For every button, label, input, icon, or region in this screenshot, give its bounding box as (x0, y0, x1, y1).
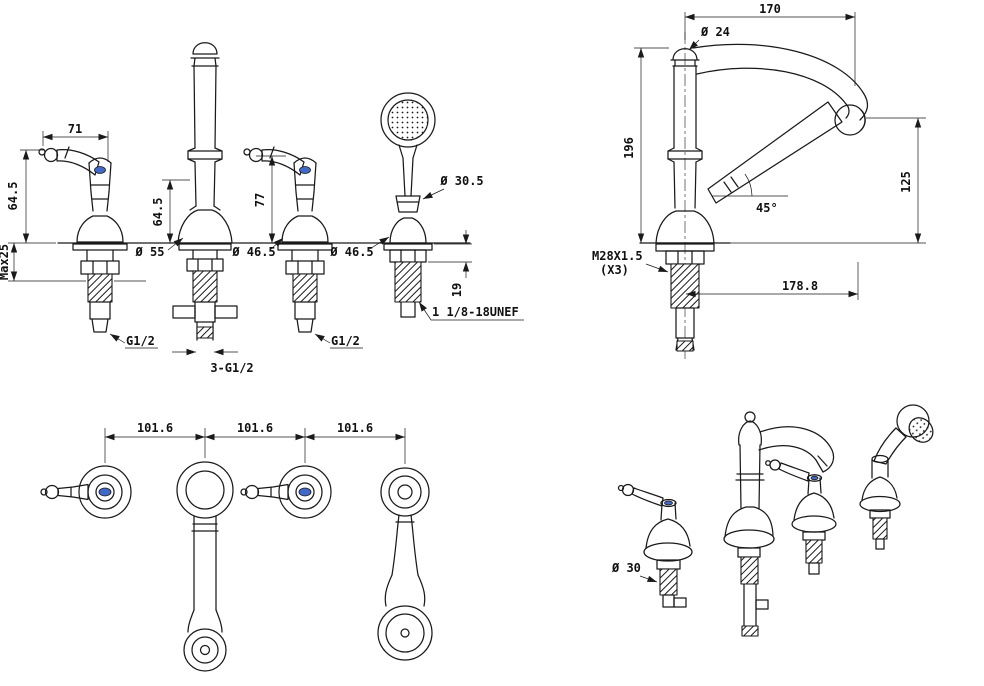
spray-face (387, 99, 429, 141)
dim-shower-cradle-dia: Ø 30.5 (439, 174, 483, 188)
dim-handle-span: 71 (68, 122, 82, 136)
dim-handle-base-dia-right: Ø 46.5 (329, 245, 373, 259)
dim-flange-stack: 19 (450, 283, 464, 297)
side-view: 170 Ø 24 196 125 45° M28X1.5 (X3) 178.8 (592, 2, 926, 362)
hand-shower-plan (377, 467, 433, 661)
dim-spout-base-dia: Ø 55 (135, 245, 165, 259)
dim-spout-lower-height: 64.5 (151, 198, 165, 227)
plan-dimensions: 101.6 101.6 101.6 (104, 421, 406, 464)
dim-deck-thickness: Max25 (0, 244, 11, 280)
ceramic-index-dot (664, 500, 673, 506)
dim-valve-thread: M28X1.5 (592, 249, 643, 263)
spout-tail-front (172, 243, 238, 341)
dim-inlet-left: G1/2 (126, 334, 155, 348)
tub-spout-side (655, 43, 869, 244)
dim-pitch-left: 101.6 (137, 421, 173, 435)
dim-pitch-right: 101.6 (337, 421, 373, 435)
dim-shower-angle: 45° (756, 201, 778, 215)
handle-front-right (243, 146, 333, 333)
spout-tail-side (655, 243, 715, 352)
iso-dimensions: Ø 30 (611, 561, 658, 583)
iso-tub-spout (723, 411, 835, 637)
tub-spout-front (177, 42, 233, 244)
tub-spout-plan (176, 461, 234, 672)
dim-shower-thread: 1 1/8-18UNEF (432, 305, 519, 319)
ceramic-index-dot (810, 475, 819, 481)
dim-spout-reach: 170 (759, 2, 781, 16)
dim-handle-height: 64.5 (6, 182, 20, 211)
dim-projection: 178.8 (782, 279, 818, 293)
hand-shower-side (707, 101, 866, 204)
dim-spout-dia: Ø 24 (700, 25, 730, 39)
iso-handle-right (765, 459, 837, 575)
dim-valve-thread-qty: (X3) (600, 263, 629, 277)
dim-spout-height: 196 (622, 137, 636, 159)
iso-view: Ø 30 (611, 404, 934, 637)
spray-face (908, 417, 934, 443)
dim-handle-base-dia-left: Ø 46.5 (231, 245, 275, 259)
handle-plan-left (40, 465, 132, 519)
handle-front-left (38, 146, 128, 333)
front-view: 71 64.5 Max25 64.5 77 Ø 55 Ø 46.5 Ø 46.5… (0, 42, 524, 375)
dim-tail-dia: Ø 30 (611, 561, 641, 575)
dim-inlet-right: G1/2 (331, 334, 360, 348)
dim-right-handle-height: 77 (253, 193, 267, 207)
iso-handle-left (617, 483, 693, 608)
dim-outlet-drop: 125 (899, 171, 913, 193)
side-dimensions: 170 Ø 24 196 125 45° M28X1.5 (X3) 178.8 (592, 2, 926, 300)
dim-pitch-center: 101.6 (237, 421, 273, 435)
iso-hand-shower (859, 404, 934, 550)
front-dimensions: 71 64.5 Max25 64.5 77 Ø 55 Ø 46.5 Ø 46.5… (0, 122, 524, 375)
hand-shower-front (380, 92, 436, 318)
plan-view: 101.6 101.6 101.6 (40, 421, 433, 672)
dim-inlet-center: 3-G1/2 (210, 361, 253, 375)
handle-plan-right (240, 465, 332, 519)
